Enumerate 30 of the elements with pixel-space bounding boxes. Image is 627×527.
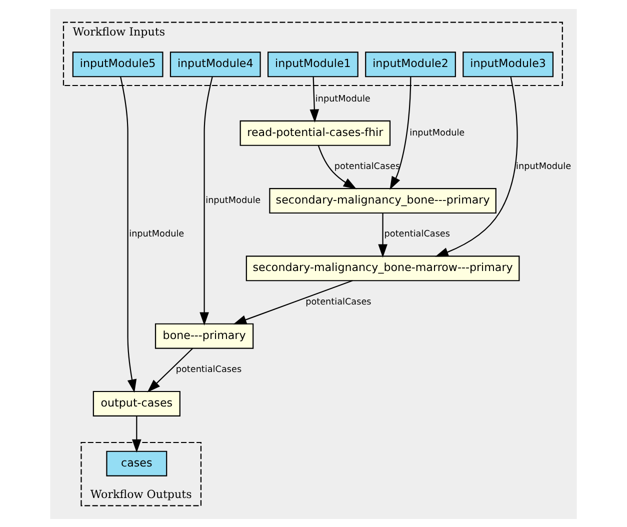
arrow	[390, 76, 412, 190]
edge-label: inputModule	[516, 162, 572, 172]
node-box: secondary-malignancy_bone-marrow---primary	[246, 255, 520, 281]
edge-label: potentialCases	[176, 364, 242, 374]
edge-label: inputModule	[315, 94, 370, 104]
node-box: secondary-malignancy_bone---primary	[269, 188, 496, 214]
node-box: inputModule3	[462, 51, 554, 77]
node-box: inputModule2	[365, 51, 456, 77]
arrow	[200, 76, 213, 326]
edge-label: potentialCases	[384, 229, 450, 240]
edge-label: potentialCases	[306, 296, 372, 307]
node-box: inputModule5	[72, 51, 164, 77]
arrow	[310, 76, 320, 122]
arrow	[147, 347, 194, 392]
node-box: inputModule4	[170, 51, 261, 77]
arrow	[435, 76, 518, 256]
node-box: read-potential-cases-fhir	[240, 120, 391, 146]
node-box: inputModule1	[268, 51, 358, 77]
arrow	[318, 144, 357, 189]
edge-label: inputModule	[410, 128, 465, 138]
node-box: bone---primary	[154, 322, 254, 348]
edge-label: inputModule	[129, 229, 184, 240]
edge-label: potentialCases	[334, 162, 400, 172]
arrow	[233, 280, 353, 324]
arrow	[132, 415, 142, 452]
node-box: output-cases	[92, 390, 180, 416]
arrow	[120, 76, 137, 392]
node-box: cases	[106, 450, 168, 476]
arrow	[378, 212, 388, 258]
edge-label: inputModule	[206, 195, 261, 206]
